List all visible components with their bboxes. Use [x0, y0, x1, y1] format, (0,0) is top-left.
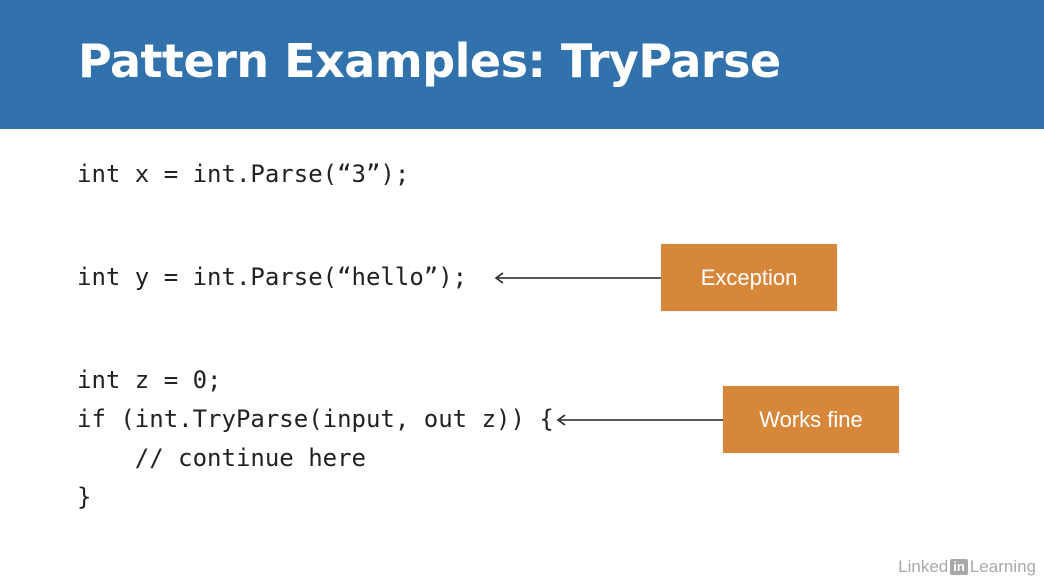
linkedin-learning-logo: Linked in Learning — [898, 557, 1036, 577]
watermark-in-badge: in — [950, 559, 968, 575]
code-line-parse-hello: int y = int.Parse(“hello”); — [77, 263, 468, 291]
title-bar: Pattern Examples: TryParse — [0, 0, 1044, 129]
code-line-close-brace: } — [77, 483, 92, 511]
code-line-tryparse: if (int.TryParse(input, out z)) { — [77, 405, 554, 433]
arrow-exception — [494, 272, 662, 284]
watermark-linked: Linked — [898, 557, 949, 576]
code-line-declare-z: int z = 0; — [77, 366, 222, 394]
arrow-works-fine — [556, 414, 724, 426]
works-fine-callout: Works fine — [723, 386, 899, 453]
code-line-parse-3: int x = int.Parse(“3”); — [77, 160, 410, 188]
exception-callout: Exception — [661, 244, 837, 311]
slide-title: Pattern Examples: TryParse — [78, 34, 781, 88]
watermark-learning: Learning — [969, 557, 1036, 576]
code-line-comment: // continue here — [77, 444, 366, 472]
